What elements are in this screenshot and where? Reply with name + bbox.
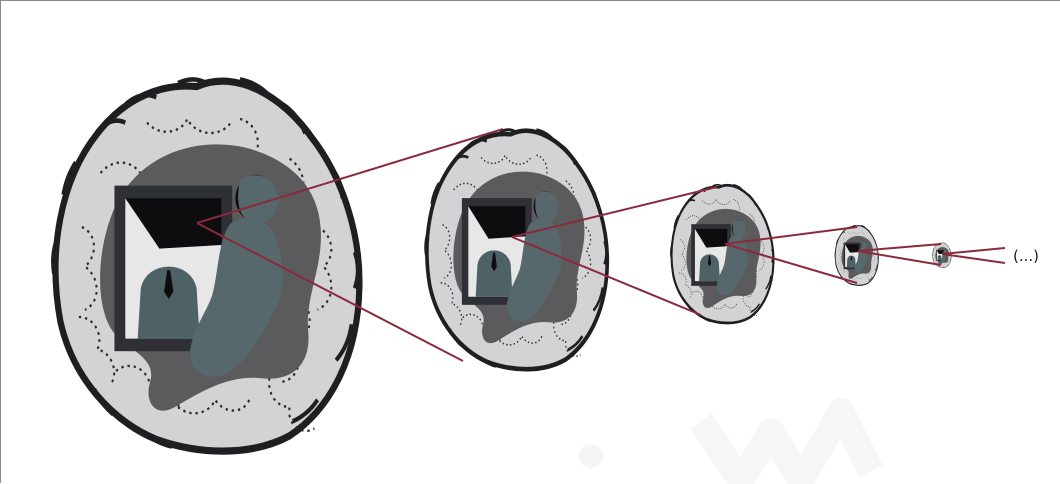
brain-level-4 (835, 225, 878, 285)
brain-level-1 (53, 79, 359, 451)
brain-level-2 (425, 130, 607, 370)
sightline-5-continuation (942, 248, 1005, 263)
continuation-label: (...) (1013, 247, 1039, 265)
watermark (579, 411, 871, 481)
